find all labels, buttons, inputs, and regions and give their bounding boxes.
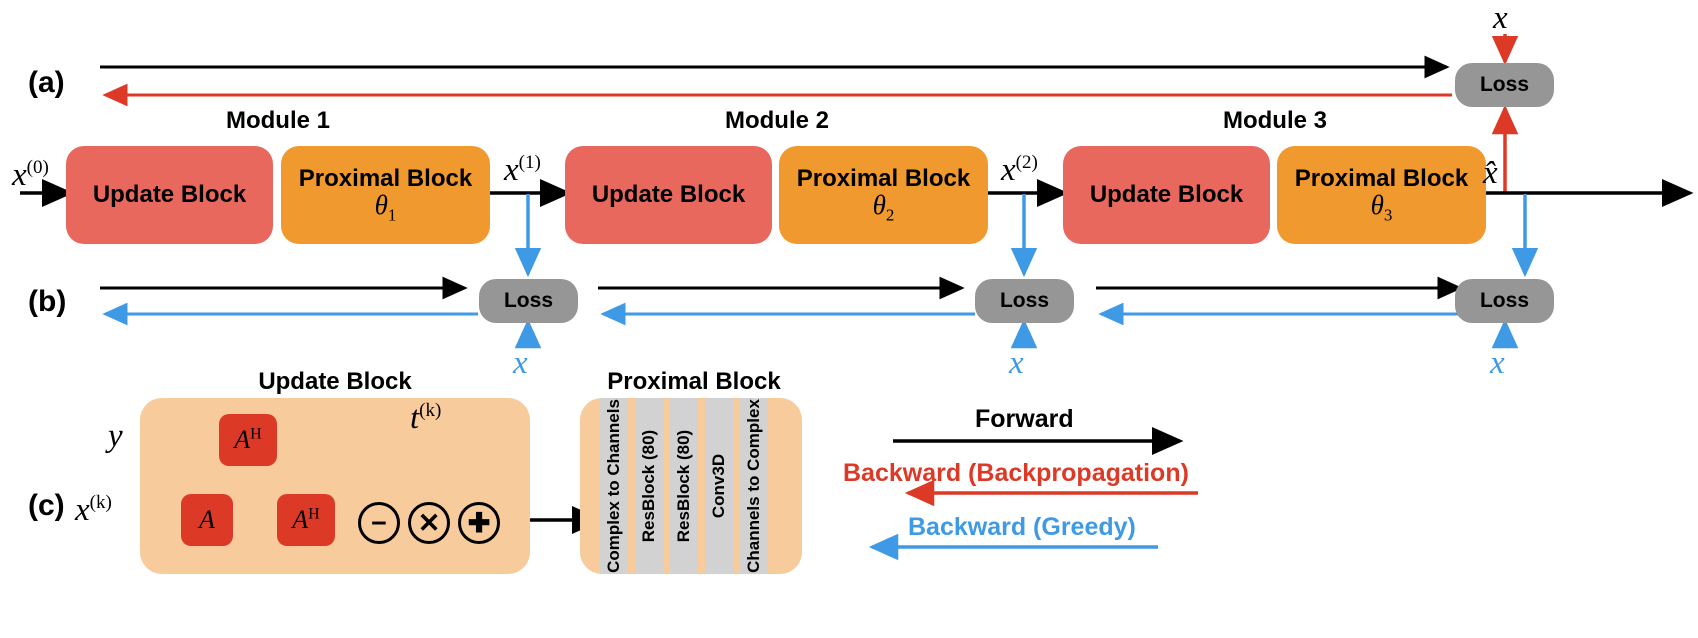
update-op-AH-top-label: AH	[234, 425, 262, 454]
panel-a-label: (a)	[28, 66, 65, 99]
signal-xhat-label: x̂	[1483, 155, 1498, 191]
update-input-x-label: x(k)	[75, 492, 112, 528]
update-op-AH-top[interactable]: AH	[219, 414, 277, 466]
update-operator-multiply: ✕	[408, 502, 450, 544]
update-operator-plus: ✚	[458, 502, 500, 544]
update-operator-minus-glyph: −	[371, 507, 387, 538]
panel-b-loss-block-2[interactable]: Loss	[975, 279, 1074, 323]
module-2-title: Module 2	[724, 107, 829, 134]
module-3-update-block[interactable]: Update Block	[1063, 146, 1270, 244]
update-op-A-label: A	[199, 505, 215, 534]
proximal-layer-4[interactable]: Conv3D	[705, 398, 733, 574]
signal-x2-label: x(2)	[1001, 152, 1038, 188]
module-2-theta: θ2	[872, 189, 895, 225]
panel-b-target-x-label-2: x	[1009, 345, 1024, 381]
signal-x0-label: x(0)	[12, 157, 49, 193]
module-3-theta: θ3	[1370, 189, 1393, 225]
panel-c-label: (c)	[28, 489, 65, 522]
proximal-layer-3[interactable]: ResBlock (80)	[670, 398, 698, 574]
module-3-title: Module 3	[1222, 107, 1327, 134]
panel-b-target-x-label-1: x	[513, 345, 528, 381]
panel-a-loss-block[interactable]: Loss	[1455, 63, 1554, 107]
update-block-detail-title: Update Block	[258, 368, 412, 395]
module-2-proximal-block[interactable]: Proximal Block θ2	[779, 146, 988, 244]
panel-b-loss-label-3: Loss	[1479, 289, 1529, 312]
legend-greedy-label: Backward (Greedy)	[908, 513, 1136, 541]
panel-b-loss-label-2: Loss	[999, 289, 1049, 312]
update-op-AH-bottom-label: AH	[292, 505, 320, 534]
update-input-y-label: y	[108, 418, 123, 454]
legend-backprop-label: Backward (Backpropagation)	[843, 459, 1189, 487]
panel-b-target-x-label-3: x	[1490, 345, 1505, 381]
proximal-block-detail-title: Proximal Block	[607, 368, 781, 395]
module-3-proximal-label: Proximal Block	[1294, 164, 1469, 192]
legend-forward-label: Forward	[975, 405, 1074, 433]
update-block-detail-panel	[140, 398, 530, 574]
proximal-layer-3-label: ResBlock (80)	[674, 429, 693, 543]
module-1-update-label: Update Block	[92, 181, 247, 209]
module-2-proximal-label: Proximal Block	[796, 164, 971, 192]
panel-b-loss-block-1[interactable]: Loss	[479, 279, 578, 323]
update-op-A[interactable]: A	[181, 494, 233, 546]
signal-x1-label: x(1)	[504, 152, 541, 188]
proximal-layer-1-label: Complex to Channels	[604, 399, 623, 573]
update-step-size-label: t(k)	[410, 400, 442, 436]
update-op-AH-bottom[interactable]: AH	[277, 494, 335, 546]
module-3-proximal-block[interactable]: Proximal Block θ3	[1277, 146, 1486, 244]
module-3-update-label: Update Block	[1089, 181, 1244, 209]
proximal-layer-5[interactable]: Channels to Complex	[740, 398, 768, 574]
update-operator-multiply-glyph: ✕	[417, 507, 441, 538]
update-operator-plus-glyph: ✚	[467, 507, 491, 538]
panel-b-label: (b)	[28, 285, 67, 318]
proximal-layer-2-label: ResBlock (80)	[639, 429, 658, 543]
module-2-update-label: Update Block	[591, 181, 746, 209]
panel-b-loss-label-1: Loss	[503, 289, 553, 312]
module-1-update-block[interactable]: Update Block	[66, 146, 273, 244]
module-1-proximal-block[interactable]: Proximal Block θ1	[281, 146, 490, 244]
update-operator-minus: −	[358, 502, 400, 544]
panel-b-loss-block-3[interactable]: Loss	[1455, 279, 1554, 323]
panel-a-loss-label: Loss	[1479, 73, 1529, 96]
module-1-proximal-label: Proximal Block	[298, 164, 473, 192]
module-2-update-block[interactable]: Update Block	[565, 146, 772, 244]
panel-a-target-x-label: x	[1493, 0, 1508, 36]
proximal-layer-4-label: Conv3D	[709, 453, 729, 519]
proximal-layer-1[interactable]: Complex to Channels	[600, 398, 628, 574]
module-1-title: Module 1	[225, 107, 330, 134]
module-1-theta: θ1	[374, 189, 397, 225]
proximal-layer-5-label: Channels to Complex	[744, 399, 763, 573]
proximal-layer-2[interactable]: ResBlock (80)	[635, 398, 663, 574]
